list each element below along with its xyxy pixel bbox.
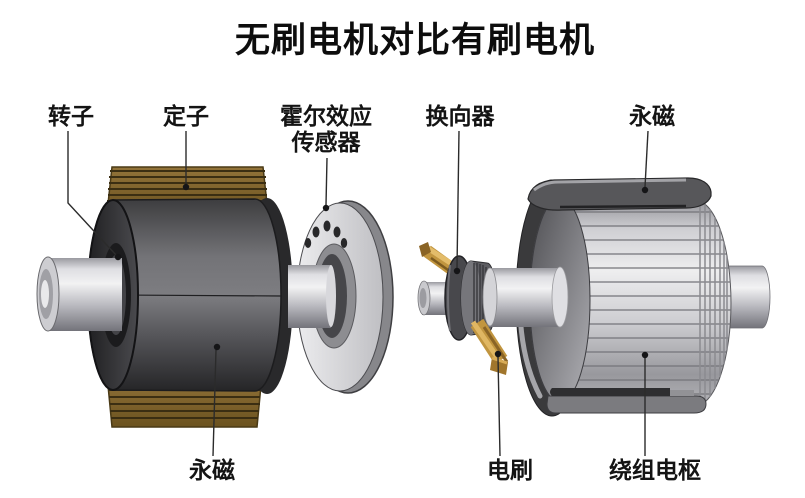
main-shaft <box>482 266 569 328</box>
magnet-left-leader-line <box>212 349 217 457</box>
brush-leader-dot <box>494 350 502 358</box>
commutator-leader-line <box>456 130 460 269</box>
commutator-leader-dot <box>453 267 461 275</box>
stator-label: 定子 <box>163 103 209 129</box>
rotor-seam-line <box>119 294 282 297</box>
magnet-right-leader-line <box>644 130 649 188</box>
magnet-right-leader-dot <box>641 186 649 194</box>
armature-end-ribs <box>699 201 728 405</box>
left-shaft <box>36 256 122 332</box>
rotor-leader-dot <box>114 253 122 261</box>
brushless-motor-illustration <box>36 166 394 428</box>
rotor-leader-line <box>67 131 117 256</box>
hall-sensor-label-line2: 传感器 <box>291 129 362 155</box>
rotor-label: 转子 <box>48 103 94 129</box>
leader-lines <box>67 130 649 457</box>
commutator-label: 换向器 <box>426 103 496 129</box>
magnet-top <box>527 177 712 211</box>
through-shaft <box>288 265 331 328</box>
magnet-bottom <box>546 388 707 414</box>
hall-sensor-holes <box>304 220 348 248</box>
magnet-right-label: 永磁 <box>629 103 675 129</box>
labels: 转子 定子 霍尔效应 传感器 永磁 换向器 永磁 电刷 绕组电枢 <box>48 103 701 483</box>
brushed-motor-illustration <box>417 177 771 417</box>
hall-sensor-leader-line <box>325 157 328 206</box>
stator-leader-dot <box>182 183 190 191</box>
armature-leader-dot <box>641 351 649 359</box>
hall-sensor-disc <box>288 200 394 394</box>
hall-sensor-leader-dot <box>322 204 330 212</box>
brush-label: 电刷 <box>487 457 533 483</box>
magnet-left-label: 永磁 <box>189 457 235 483</box>
armature-label: 绕组电枢 <box>609 457 701 483</box>
brush-leader-line <box>497 356 501 457</box>
hall-sensor-label-line1: 霍尔效应 <box>280 103 372 129</box>
magnet-left-leader-dot <box>213 343 221 351</box>
page-title: 无刷电机对比有刷电机 <box>235 21 595 60</box>
